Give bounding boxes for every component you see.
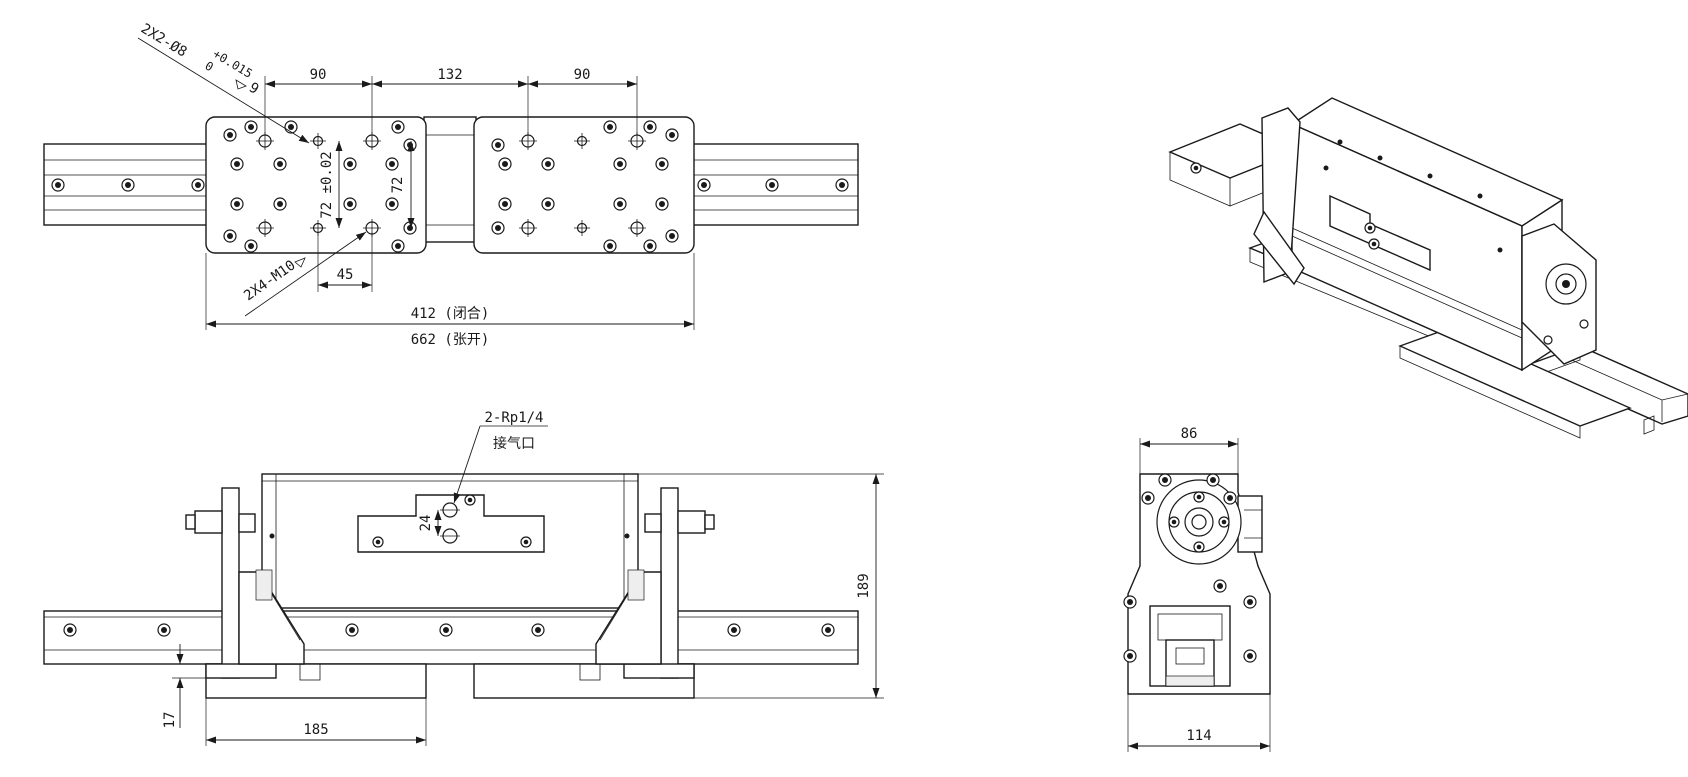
dim-spacing-left: 90 <box>310 67 327 83</box>
dim-spacing-center: 132 <box>437 67 462 83</box>
front-view: 24 2-Rp1/4 接气口 <box>43 410 884 746</box>
side-bottom-width-dim: 114 <box>1127 694 1271 752</box>
isometric-view <box>1168 97 1688 439</box>
dim-pitch-45: 45 <box>337 267 354 283</box>
dim-width-closed: 412 (闭合) <box>411 306 490 322</box>
side-fitting <box>1237 495 1263 553</box>
right-jaw-plate <box>473 116 695 254</box>
dim-jaw-width: 185 <box>303 722 328 738</box>
dim-hole-spacing-tol: 72 ±0.02 <box>319 151 335 218</box>
top-dimension-chain: 90 132 90 <box>264 67 638 134</box>
callout-thread-holes: 2X4-M10 <box>241 257 299 304</box>
callout-pin-holes: 2X2-Ø8 <box>138 21 190 61</box>
top-view: 90 132 90 72 ±0.02 72 45 412 (闭合) 662 (张… <box>43 21 859 348</box>
side-rail-profile <box>1149 605 1231 687</box>
dim-hole-spacing: 72 <box>390 177 406 194</box>
dim-base-thickness: 17 <box>162 712 178 729</box>
depth-symbol-icon <box>294 257 306 268</box>
dim-width-open: 662 (张开) <box>411 332 490 348</box>
side-view: 86 114 <box>1123 426 1271 752</box>
callout-air-port-label: 接气口 <box>493 435 535 452</box>
height-dim: 189 <box>638 473 884 699</box>
air-port-plate <box>357 494 545 553</box>
jaw-width-dim: 185 <box>205 698 427 746</box>
dim-height: 189 <box>856 573 872 598</box>
left-bracket <box>185 487 305 679</box>
right-bracket <box>595 487 715 679</box>
dim-port-spacing: 24 <box>418 515 434 532</box>
callout-pin-tol-lower: 0 <box>202 59 215 75</box>
dim-bottom-width: 114 <box>1186 728 1211 744</box>
front-rail <box>43 610 859 665</box>
depth-symbol-icon <box>235 79 247 90</box>
callout-pin-depth: 9 <box>246 80 261 98</box>
front-center-body: 24 <box>261 473 639 609</box>
overall-width-dims: 412 (闭合) 662 (张开) <box>205 253 695 348</box>
side-top-width-dim: 86 <box>1139 426 1239 474</box>
dim-spacing-right: 90 <box>574 67 591 83</box>
center-body-top <box>423 116 477 243</box>
hole-spacing-dims: 72 ±0.02 72 <box>319 141 415 228</box>
left-jaw-plate <box>205 116 427 254</box>
pitch-45-dim: 45 <box>317 232 373 292</box>
base-thickness-dim: 17 <box>162 644 206 728</box>
dim-top-width: 86 <box>1181 426 1198 442</box>
callout-air-port: 2-Rp1/4 <box>484 410 543 426</box>
air-port-callout: 2-Rp1/4 接气口 <box>453 410 548 504</box>
callout-pin-tol-upper: +0.015 <box>210 47 254 81</box>
iso-air-port-plate <box>1329 194 1431 272</box>
